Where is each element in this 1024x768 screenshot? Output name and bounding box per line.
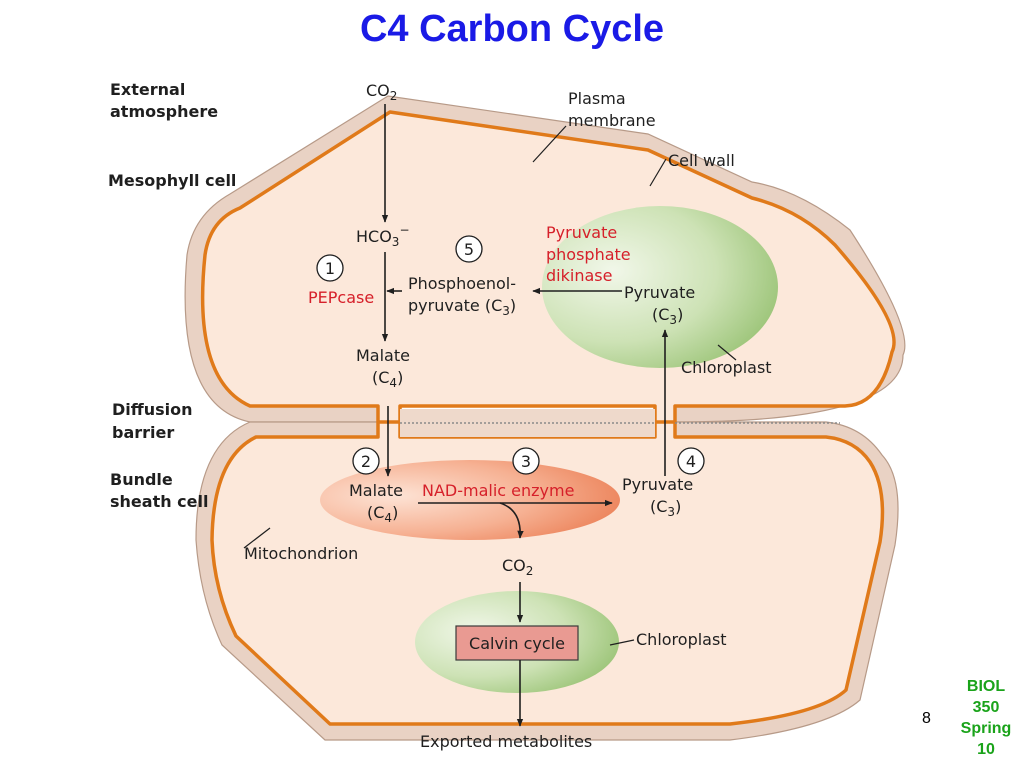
exported-metabolites-label: Exported metabolites (420, 732, 592, 751)
enzyme-labels: PEPcase Pyruvate phosphate dikinase NAD-… (308, 223, 636, 653)
mitochondrion (320, 460, 620, 540)
diffusion-barrier (400, 409, 840, 437)
mesophyll-cell-label: Mesophyll cell (108, 171, 236, 190)
slide-title: C4 Carbon Cycle (359, 8, 665, 50)
course-label-line: 10 (977, 741, 995, 758)
nad-malic-enzyme-label: NAD-malic enzyme (422, 481, 574, 500)
plasma-membrane-label: Plasma membrane (568, 89, 656, 130)
pep-label: Phosphoenol- pyruvate (C3) (408, 274, 521, 318)
co2-atmosphere-label: CO2 (366, 81, 397, 103)
metabolite-labels: CO2 HCO3− Phosphoenol- pyruvate (C3) Mal… (349, 81, 700, 751)
ppdk-label: Pyruvate phosphate dikinase (546, 223, 636, 285)
bicarbonate-label: HCO3− (356, 223, 410, 249)
bundle-sheath-cell-label: Bundle sheath cell (110, 470, 208, 511)
diffusion-barrier-label: Diffusion barrier (112, 400, 198, 442)
course-label: BIOL 350 Spring 10 (948, 676, 1024, 760)
course-label-line: 350 (972, 699, 1000, 716)
malate-bundle-sheath-label: Malate (C4) (349, 481, 408, 525)
structure-labels: Plasma membrane Cell wall Chloroplast Mi… (244, 89, 772, 649)
calvin-cycle-box (455, 625, 579, 661)
step-4-number: 4 (686, 452, 696, 471)
step-5-number: 5 (464, 240, 474, 259)
calvin-cycle-label: Calvin cycle (469, 634, 565, 653)
pyruvate-bundle-sheath-label: Pyruvate (C3) (622, 475, 698, 519)
arrow-decarboxylation-co2 (499, 502, 524, 539)
malate-mesophyll-label: Malate (C4) (356, 346, 415, 390)
course-label-line: BIOL (966, 678, 1006, 695)
step-1-circle (316, 254, 344, 282)
step-2-circle (352, 447, 380, 475)
pyruvate-mesophyll-label: Pyruvate (C3) (624, 283, 700, 327)
chloroplast-mesophyll (542, 206, 778, 368)
chloroplast-bundle-sheath-label: Chloroplast (636, 630, 727, 649)
step-markers: 1 5 2 3 4 (316, 235, 705, 475)
pathway-arrows (381, 104, 669, 727)
external-atmosphere-label: External atmosphere (110, 80, 218, 121)
step-3-number: 3 (521, 452, 531, 471)
step-2-number: 2 (361, 452, 371, 471)
step-4-circle (677, 447, 705, 475)
step-1-number: 1 (325, 259, 335, 278)
mesophyll-cell (184, 95, 906, 442)
pepcase-label: PEPcase (308, 288, 374, 307)
step-5-circle (455, 235, 483, 263)
cell-wall-label: Cell wall (668, 151, 735, 170)
mitochondrion-label: Mitochondrion (244, 544, 358, 563)
course-label-line: Spring (960, 720, 1012, 737)
page-number: 8 (922, 710, 931, 727)
leader-lines (243, 125, 737, 646)
step-3-circle (512, 447, 540, 475)
co2-released-label: CO2 (502, 556, 533, 578)
side-labels: External atmosphere Mesophyll cell Diffu… (108, 80, 236, 511)
chloroplast-mesophyll-label: Chloroplast (681, 358, 772, 377)
